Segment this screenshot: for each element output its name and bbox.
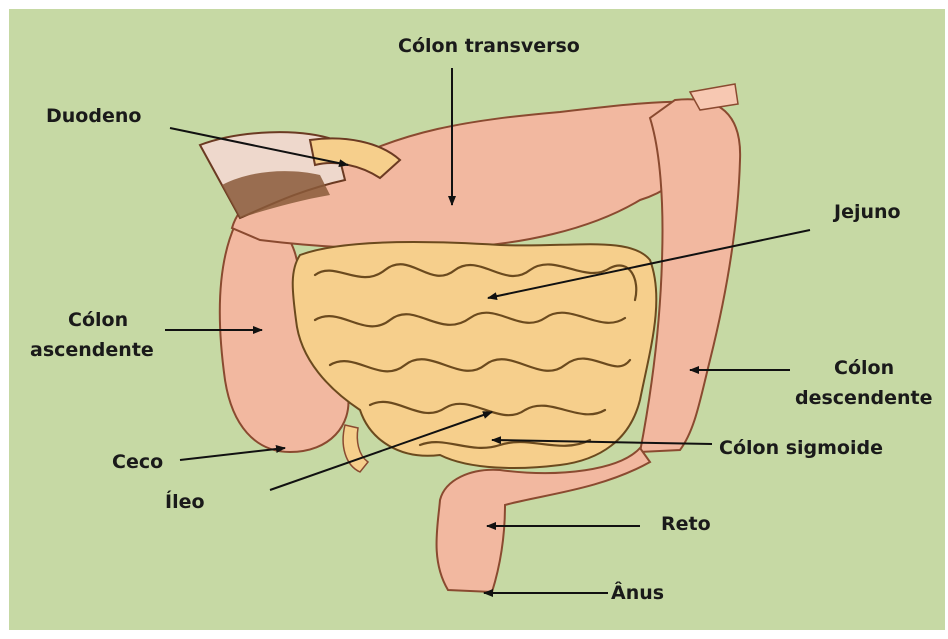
label-colon-descendente-line2: descendente [795,387,932,409]
label-duodeno: Duodeno [46,105,141,127]
splenic-flexure [690,84,738,110]
sigmoid-colon-and-rectum [437,448,651,592]
label-ceco: Ceco [112,451,163,473]
label-colon-ascendente-line1: Cólon [68,309,128,331]
label-anus: Ânus [611,581,664,604]
large-intestine-illustration [200,84,740,592]
label-jejuno: Jejuno [832,201,901,223]
appendix [343,425,368,472]
label-ileo: Íleo [165,490,205,513]
label-colon-sigmoide: Cólon sigmoide [719,437,883,459]
label-colon-transverso: Cólon transverso [398,35,580,57]
label-reto: Reto [661,513,711,535]
label-colon-descendente-line1: Cólon [834,357,894,379]
pointer-ceco [180,448,285,460]
label-colon-ascendente-line2: ascendente [30,339,154,361]
